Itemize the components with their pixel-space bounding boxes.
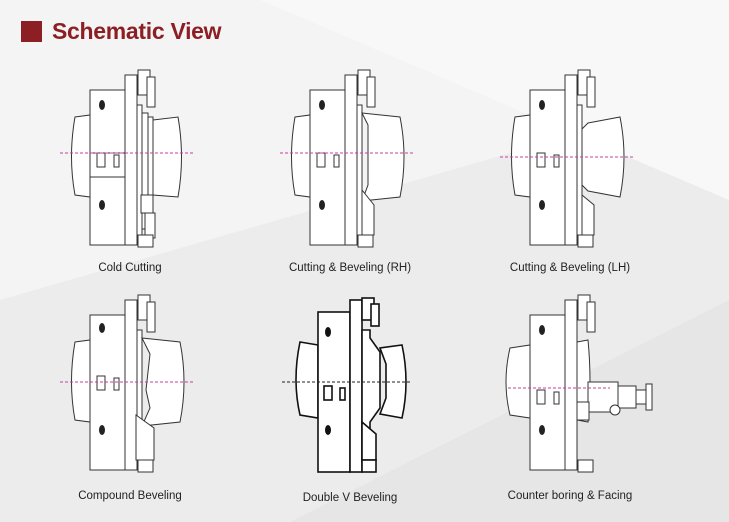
beveling-lh-schematic-icon <box>500 69 635 248</box>
diagram-beveling-lh: Cutting & Beveling (LH) <box>470 65 670 295</box>
diagram-caption: Compound Beveling <box>78 490 182 502</box>
cold-cutting-schematic-icon <box>60 69 195 248</box>
diagram-counter-boring-facing: Counter boring & Facing <box>470 290 670 520</box>
section-header: Schematic View <box>21 18 222 45</box>
diagram-double-v-beveling: Double V Beveling <box>250 290 450 520</box>
counter-boring-facing-schematic-icon <box>505 294 653 473</box>
diagram-caption: Cold Cutting <box>98 262 162 274</box>
diagram-beveling-rh: Cutting & Beveling (RH) <box>250 65 450 295</box>
compound-beveling-schematic-icon <box>60 294 195 473</box>
header-accent-square <box>21 21 42 42</box>
beveling-rh-schematic-icon <box>280 69 415 248</box>
diagram-compound-beveling: Compound Beveling <box>30 290 230 520</box>
page-title: Schematic View <box>52 18 222 44</box>
diagram-caption: Cutting & Beveling (LH) <box>509 262 631 274</box>
diagram-cold-cutting: Cold Cutting <box>30 65 230 295</box>
diagram-caption: Counter boring & Facing <box>507 490 633 502</box>
diagram-caption: Double V Beveling <box>302 492 398 504</box>
double-v-beveling-schematic-icon <box>282 297 410 473</box>
diagram-caption: Cutting & Beveling (RH) <box>288 262 412 274</box>
